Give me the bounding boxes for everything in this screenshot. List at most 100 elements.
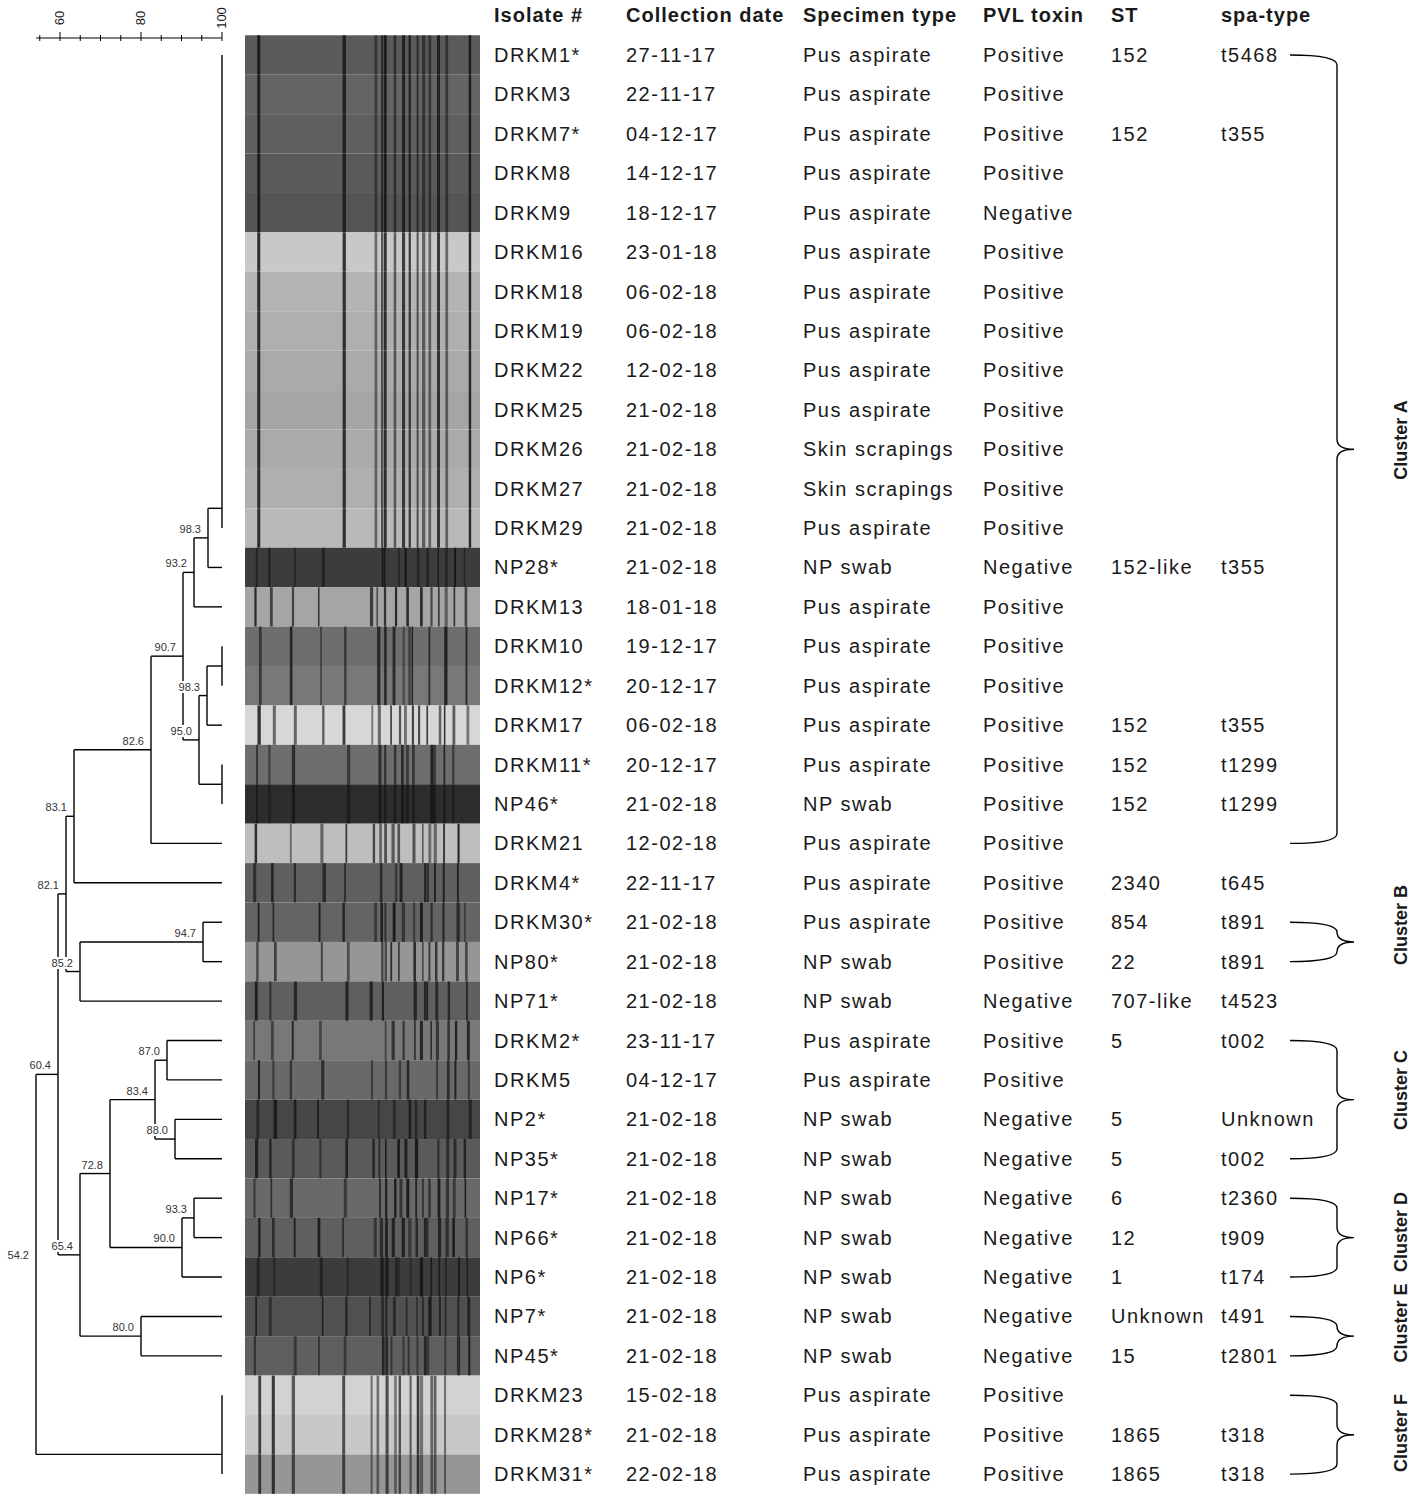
table-cell: Positive bbox=[983, 595, 1065, 619]
gel-band bbox=[394, 390, 397, 429]
gel-band bbox=[420, 1376, 423, 1415]
gel-band bbox=[394, 745, 397, 784]
dendrogram-branch bbox=[194, 1237, 222, 1238]
table-cell: DRKM5 bbox=[494, 1068, 572, 1092]
gel-band bbox=[390, 942, 392, 981]
table-cell: 21-02-18 bbox=[626, 1423, 718, 1447]
gel-band bbox=[381, 35, 383, 74]
table-cell: Negative bbox=[983, 201, 1074, 225]
gel-band bbox=[445, 272, 448, 311]
gel-band bbox=[422, 1178, 424, 1217]
gel-band bbox=[375, 154, 378, 193]
cluster-label: Cluster D bbox=[1391, 1192, 1413, 1272]
dendrogram-branch bbox=[36, 1074, 58, 1075]
gel-band bbox=[273, 1257, 275, 1296]
gel-band bbox=[402, 351, 405, 390]
table-cell: NP80* bbox=[494, 950, 559, 974]
gel-band bbox=[399, 1376, 401, 1415]
table-cell: 152 bbox=[1111, 43, 1149, 67]
dendrogram-branch bbox=[199, 784, 222, 785]
table-cell: DRKM8 bbox=[494, 161, 572, 185]
gel-band bbox=[343, 351, 346, 390]
column-header: Collection date bbox=[626, 3, 784, 27]
gel-band bbox=[408, 666, 411, 705]
table-cell: 21-02-18 bbox=[626, 1186, 718, 1210]
table-cell: t355 bbox=[1221, 555, 1266, 579]
gel-band bbox=[343, 272, 346, 311]
table-cell: DRKM22 bbox=[494, 358, 584, 382]
table-cell: DRKM12* bbox=[494, 674, 593, 698]
gel-band bbox=[257, 272, 260, 311]
gel-band bbox=[258, 1060, 260, 1099]
gel-band bbox=[437, 193, 440, 232]
gel-band bbox=[394, 784, 397, 823]
gel-band bbox=[342, 1415, 345, 1454]
gel-band bbox=[254, 1336, 256, 1375]
table-cell: DRKM18 bbox=[494, 280, 584, 304]
table-cell: t5468 bbox=[1221, 43, 1279, 67]
gel-band bbox=[272, 1060, 274, 1099]
table-cell: 21-02-18 bbox=[626, 477, 718, 501]
table-cell: NP swab bbox=[803, 1147, 893, 1171]
gel-band bbox=[422, 1297, 424, 1336]
gel-band bbox=[254, 1178, 256, 1217]
gel-band bbox=[456, 942, 459, 981]
gel-band bbox=[381, 193, 383, 232]
gel-band bbox=[381, 942, 383, 981]
gel-band bbox=[437, 351, 440, 390]
gel-band bbox=[453, 1139, 456, 1178]
gel-band bbox=[465, 1178, 467, 1217]
scale-tick: 100 bbox=[214, 7, 230, 29]
gel-band bbox=[391, 824, 394, 863]
cluster-bracket bbox=[1290, 1316, 1354, 1355]
gel-band bbox=[445, 1257, 447, 1296]
dendrogram-branch bbox=[203, 961, 222, 962]
gel-lane bbox=[245, 705, 480, 744]
gel-band bbox=[428, 469, 431, 508]
gel-band bbox=[444, 784, 446, 823]
gel-band bbox=[422, 35, 425, 74]
table-cell: Pus aspirate bbox=[803, 910, 932, 934]
gel-band bbox=[438, 1178, 441, 1217]
table-cell: 21-02-18 bbox=[626, 1147, 718, 1171]
gel-band bbox=[454, 548, 456, 587]
gel-band bbox=[373, 824, 375, 863]
gel-band bbox=[292, 1021, 294, 1060]
table-cell: 707-like bbox=[1111, 989, 1193, 1013]
table-cell: 15-02-18 bbox=[626, 1383, 718, 1407]
gel-band bbox=[294, 1336, 297, 1375]
similarity-value: 83.1 bbox=[45, 801, 68, 813]
dendrogram-branch bbox=[58, 1254, 80, 1255]
gel-band bbox=[437, 75, 440, 114]
gel-band bbox=[422, 351, 425, 390]
gel-band bbox=[428, 35, 431, 74]
dendrogram-branch bbox=[141, 1316, 222, 1317]
similarity-value: 93.2 bbox=[165, 557, 188, 569]
scale-tick-mark bbox=[161, 35, 162, 41]
gel-band bbox=[381, 154, 383, 193]
gel-band bbox=[422, 154, 425, 193]
gel-band bbox=[378, 1100, 380, 1139]
scale-tick-mark bbox=[120, 35, 121, 41]
gel-band bbox=[410, 1376, 412, 1415]
gel-band bbox=[384, 784, 386, 823]
scale-tick: 60 bbox=[52, 11, 68, 25]
dendrogram-branch bbox=[80, 1173, 110, 1174]
gel-band bbox=[272, 1454, 275, 1493]
gel-band bbox=[257, 75, 260, 114]
gel-band bbox=[437, 469, 440, 508]
gel-band bbox=[258, 903, 260, 942]
gel-band bbox=[399, 1178, 402, 1217]
table-cell: 21-02-18 bbox=[626, 1344, 718, 1368]
gel-band bbox=[422, 390, 425, 429]
gel-band bbox=[344, 627, 347, 666]
gel-band bbox=[438, 1218, 441, 1257]
table-cell: NP swab bbox=[803, 1265, 893, 1289]
gel-band bbox=[445, 429, 448, 468]
gel-band bbox=[416, 1218, 418, 1257]
table-cell: Pus aspirate bbox=[803, 634, 932, 658]
gel-band bbox=[444, 745, 446, 784]
table-cell: t1299 bbox=[1221, 753, 1279, 777]
table-cell: NP28* bbox=[494, 555, 559, 579]
gel-band bbox=[273, 705, 276, 744]
